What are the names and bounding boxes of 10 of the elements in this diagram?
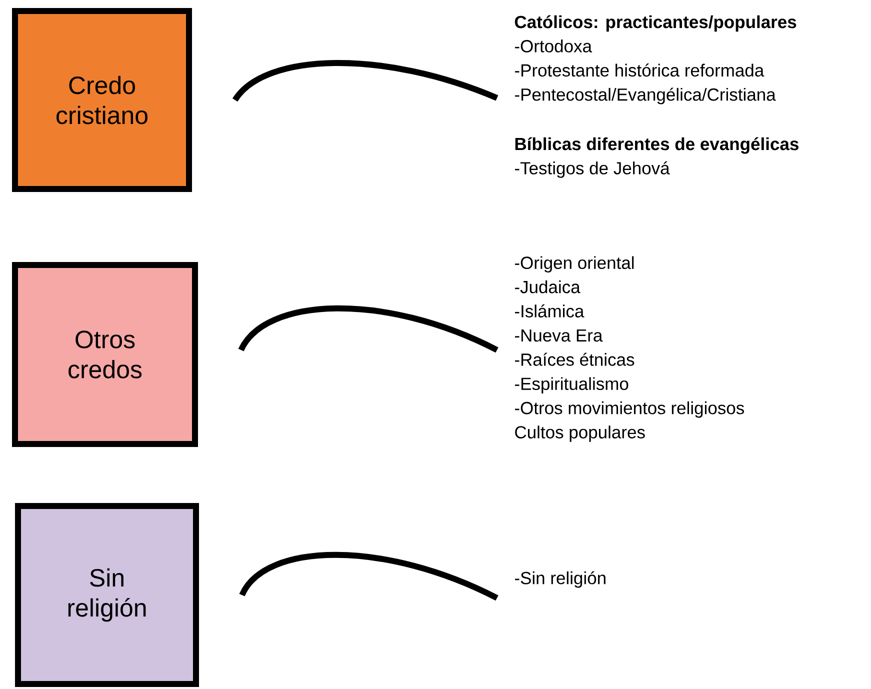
text-list: -Sin religión bbox=[515, 571, 606, 588]
category-box: Sin religión bbox=[15, 503, 199, 687]
curved-line bbox=[238, 305, 498, 353]
text-list: Católicos: practicantes/populares -Ortodoxa -Protestante histórica reformada -Pentecostal/Evangélica/Cristiana bbox=[514, 15, 796, 104]
curved-line bbox=[239, 552, 498, 601]
text-list: -Origen oriental -Judaica -Islámica -Nueva Era -Raíces étnicas -Espiritualismo -Otros movimientos religiosos Cultos populares bbox=[515, 256, 744, 442]
category-box: Credo cristiano bbox=[12, 8, 192, 192]
curved-line bbox=[232, 60, 498, 102]
text-list: Bíblicas diferentes de evangélicas -Testigos de Jehová bbox=[515, 137, 798, 178]
category-box: Otros credos bbox=[12, 262, 198, 447]
